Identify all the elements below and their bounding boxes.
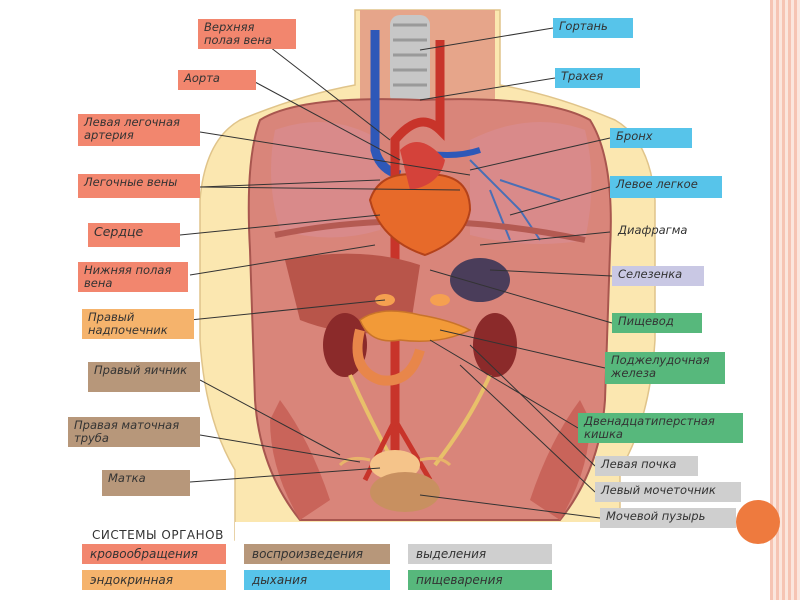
label-right-fallopian-tube: Правая маточная труба	[68, 417, 200, 447]
label-right-adrenal: Правый надпочечник	[82, 309, 194, 339]
label-pulmonary-veins: Легочные вены	[78, 174, 200, 198]
label-diaphragm: Диафрагма	[618, 223, 688, 237]
legend-title: СИСТЕМЫ ОРГАНОВ	[92, 528, 224, 542]
label-duodenum: Двенадцатиперстная кишка	[578, 413, 743, 443]
label-heart: Сердце	[88, 223, 180, 247]
legend-excretory: выделения	[408, 544, 552, 564]
legend-respiratory: дыхания	[244, 570, 390, 590]
right-lung	[271, 122, 380, 238]
legend-circulatory: кровообращения	[82, 544, 226, 564]
legend-reproductive: воспроизведения	[244, 544, 390, 564]
label-vena-cava-superior: Верхняя полая вена	[198, 19, 296, 49]
label-pancreas: Поджелудочная железа	[605, 352, 725, 384]
label-trachea: Трахея	[555, 68, 640, 88]
label-left-pulmonary-artery: Левая легочная артерия	[78, 114, 200, 146]
label-right-ovary: Правый яичник	[88, 362, 200, 392]
label-aorta: Аорта	[178, 70, 256, 90]
label-larynx: Гортань	[553, 18, 633, 38]
slide-frame-stripe	[770, 0, 800, 600]
legend-digestive: пищеварения	[408, 570, 552, 590]
label-bronchus: Бронх	[610, 128, 692, 148]
legend-endocrine: эндокринная	[82, 570, 226, 590]
leader-lines	[179, 27, 613, 519]
label-left-ureter: Левый мочеточник	[595, 482, 741, 502]
label-bladder: Мочевой пузырь	[600, 508, 736, 528]
label-uterus: Матка	[102, 470, 190, 496]
label-left-lung: Левое легкое	[610, 176, 722, 198]
label-spleen: Селезенка	[612, 266, 704, 286]
bladder-shape	[370, 472, 440, 512]
spleen-shape	[450, 258, 510, 302]
aorta-shape	[390, 40, 445, 480]
slide-decoration-circle	[736, 500, 780, 544]
left-kidney-shape	[473, 313, 517, 377]
pancreas-shape	[359, 310, 472, 342]
larynx-trachea-shape	[390, 15, 430, 105]
duodenum-shape	[352, 328, 425, 386]
label-left-kidney: Левая почка	[595, 456, 698, 476]
label-esophagus: Пищевод	[612, 313, 702, 333]
heart-shape	[368, 173, 472, 257]
label-vena-cava-inferior: Нижняя полая вена	[78, 262, 188, 292]
